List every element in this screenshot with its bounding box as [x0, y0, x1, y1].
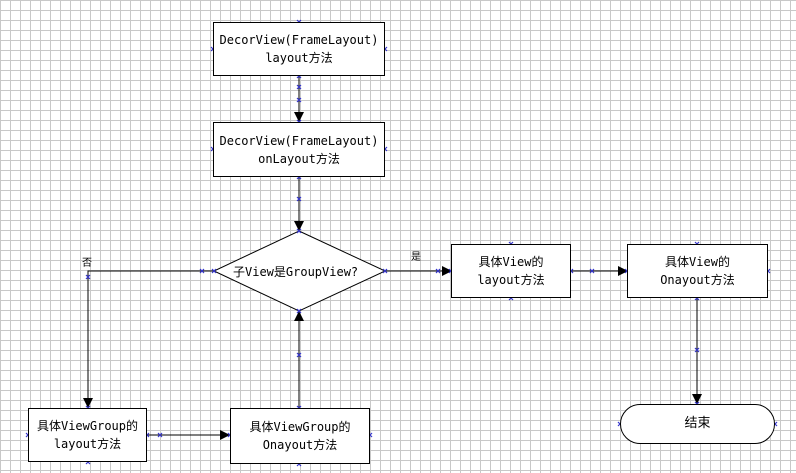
- connection-handle-icon[interactable]: [435, 268, 441, 274]
- connection-handle-icon[interactable]: [296, 97, 302, 103]
- decor-layout-line2: layout方法: [265, 51, 333, 65]
- decor-layout-line1: DecorView(FrameLayout): [219, 33, 379, 47]
- decor-layout-node[interactable]: DecorView(FrameLayout) layout方法: [213, 22, 385, 76]
- decor-onlayout-line1: DecorView(FrameLayout): [219, 133, 379, 148]
- view-onlayout-line1: 具体View的: [665, 255, 730, 269]
- connection-handle-icon[interactable]: [296, 352, 302, 358]
- decor-onlayout-node[interactable]: DecorView(FrameLayout) onLayout方法: [213, 122, 385, 177]
- view-onlayout-node[interactable]: 具体View的 Onayout方法: [627, 244, 768, 298]
- group-layout-line2: layout方法: [53, 437, 122, 451]
- group-layout-node[interactable]: 具体ViewGroup的 layout方法: [28, 408, 147, 462]
- group-onlayout-line2: Onayout方法: [262, 438, 338, 452]
- connection-handle-icon[interactable]: [199, 268, 205, 274]
- view-layout-node[interactable]: 具体View的 layout方法: [451, 244, 571, 298]
- no-label: 否: [82, 258, 92, 269]
- edge-decision-no: [83, 270, 214, 408]
- group-layout-line1: 具体ViewGroup的: [36, 419, 139, 433]
- decor-onlayout-line2: onLayout方法: [258, 151, 340, 166]
- connection-handle-icon[interactable]: [296, 228, 302, 234]
- end-label: 结束: [684, 416, 711, 431]
- connection-handle-icon[interactable]: [296, 84, 302, 90]
- decision-label: 子View是GroupView?: [233, 265, 359, 279]
- view-onlayout-line2: Onayout方法: [660, 273, 735, 287]
- view-layout-line1: 具体View的: [478, 255, 544, 269]
- connection-handle-icon[interactable]: [157, 432, 163, 438]
- connection-handle-icon[interactable]: [694, 347, 700, 353]
- connection-handles: [25, 19, 778, 467]
- connection-handle-icon[interactable]: [296, 196, 302, 202]
- connection-handle-icon[interactable]: [211, 268, 217, 274]
- group-onlayout-node[interactable]: 具体ViewGroup的 Onayout方法: [230, 408, 370, 464]
- view-layout-line2: layout方法: [477, 273, 545, 287]
- end-node[interactable]: 结束: [620, 404, 775, 444]
- group-onlayout-line1: 具体ViewGroup的: [249, 420, 351, 434]
- connection-handle-icon[interactable]: [296, 308, 302, 314]
- connection-handle-icon[interactable]: [589, 268, 595, 274]
- yes-label: 是: [411, 252, 421, 263]
- connection-handle-icon[interactable]: [382, 268, 388, 274]
- connection-handle-icon[interactable]: [85, 274, 91, 280]
